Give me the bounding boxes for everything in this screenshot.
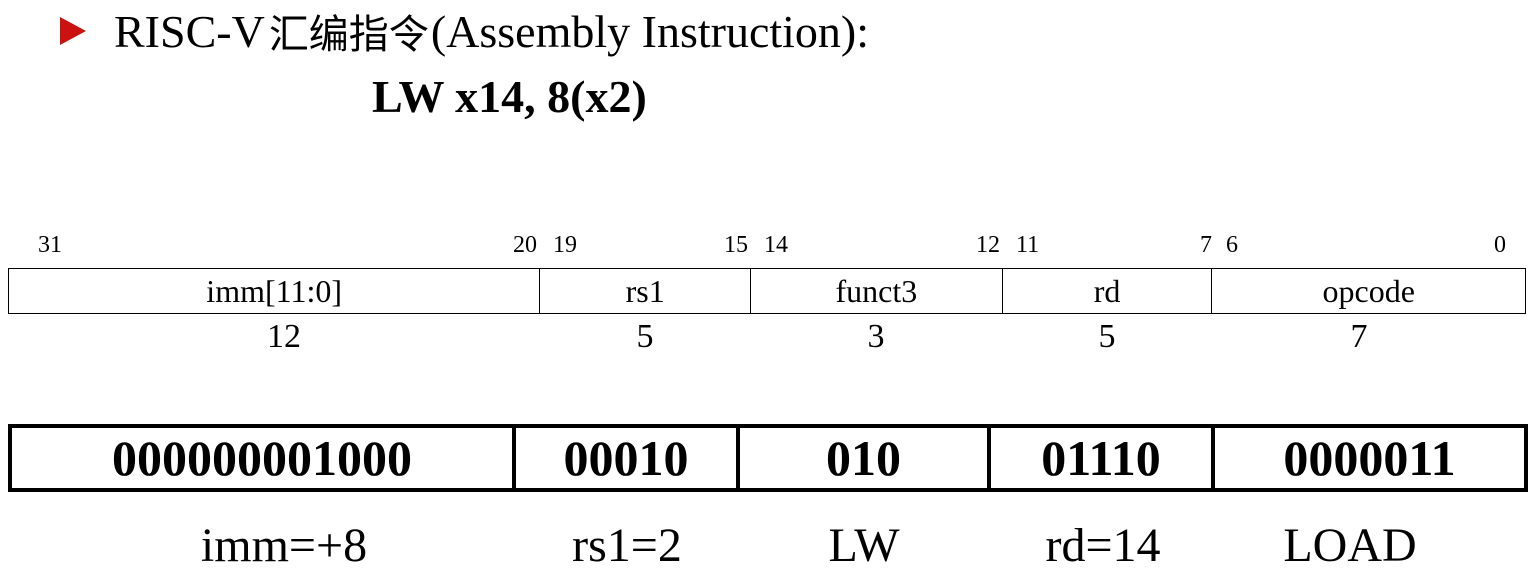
binary-encoding-row: 000000001000 00010 010 01110 0000011 (8, 424, 1528, 492)
heading-cjk: 汇编指令 (268, 12, 429, 58)
field-funct3: funct3 (751, 269, 1003, 313)
bit-label: 14 (764, 232, 788, 258)
meaning-funct3: LW (828, 518, 900, 572)
field-rd: rd (1003, 269, 1213, 313)
heading-suffix: (Assembly Instruction): (430, 5, 870, 57)
meaning-rd: rd=14 (1045, 518, 1161, 572)
bit-index-labels: 31 20 19 15 14 12 11 7 6 0 (0, 232, 1539, 262)
field-name-row: imm[11:0] rs1 funct3 rd opcode (8, 268, 1526, 314)
field-width-row: 12 5 3 5 7 (8, 316, 1526, 358)
binary-opcode: 0000011 (1283, 430, 1456, 486)
field-imm: imm[11:0] (9, 269, 541, 313)
bit-label: 0 (1494, 232, 1506, 258)
bit-label: 7 (1200, 232, 1212, 258)
width-funct3: 3 (867, 318, 885, 355)
bit-label: 6 (1226, 232, 1238, 258)
width-imm: 12 (267, 318, 301, 355)
bit-label: 19 (553, 232, 577, 258)
field-opcode: opcode (1322, 272, 1415, 309)
field-rs1: rs1 (540, 269, 752, 313)
bit-label: 11 (1016, 232, 1040, 258)
width-opcode: 7 (1350, 318, 1368, 355)
meaning-imm: imm=+8 (200, 518, 368, 572)
width-rd: 5 (1098, 318, 1116, 355)
meaning-opcode: LOAD (1283, 518, 1417, 572)
bit-label: 20 (513, 232, 537, 258)
binary-rd: 01110 (991, 428, 1215, 488)
bit-label: 15 (724, 232, 748, 258)
instruction-text: LW x14, 8(x2) (372, 71, 647, 122)
meaning-rs1: rs1=2 (572, 518, 682, 572)
binary-funct3: 010 (740, 428, 991, 488)
bullet-arrow-icon (60, 17, 86, 45)
bit-label: 31 (38, 232, 62, 258)
heading-prefix: RISC-V (114, 5, 265, 57)
meaning-row: imm=+8 rs1=2 LW rd=14 LOAD (8, 515, 1528, 575)
width-rs1: 5 (636, 318, 654, 355)
bit-label: 12 (976, 232, 1000, 258)
binary-imm: 000000001000 (12, 428, 516, 488)
heading: RISC-V 汇编指令 (Assembly Instruction): (60, 2, 869, 60)
binary-rs1: 00010 (516, 428, 740, 488)
